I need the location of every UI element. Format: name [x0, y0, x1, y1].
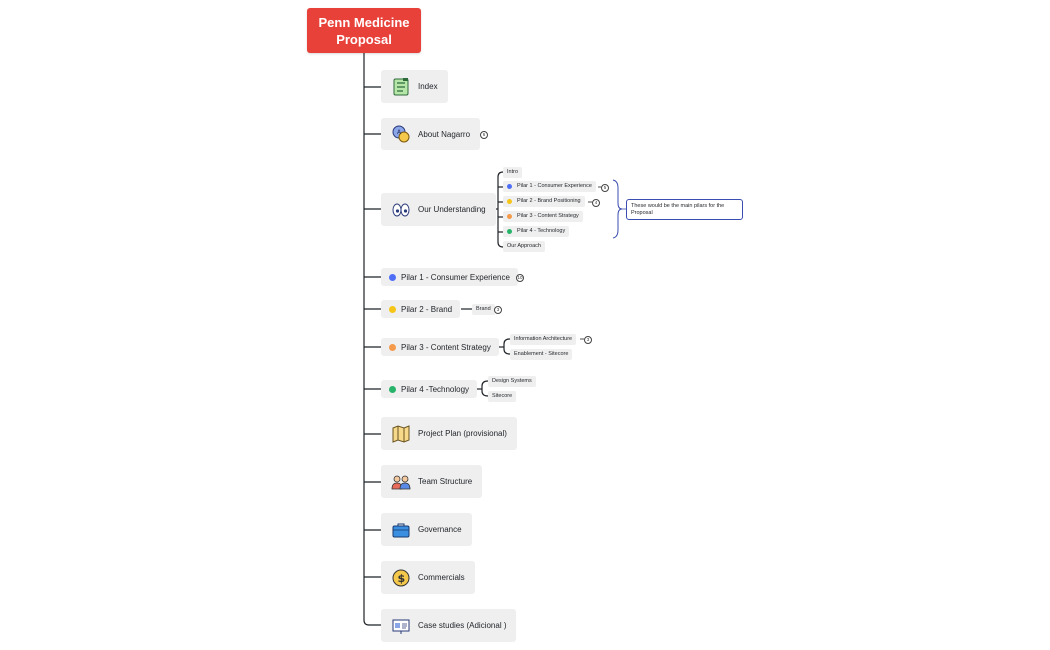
- enablement-label: Enablement - Sitecore: [514, 351, 569, 357]
- presentation-icon: [391, 616, 411, 636]
- understanding-pilar1[interactable]: Pilar 1 - Consumer Experience: [503, 181, 596, 192]
- pillar3-dot: [389, 343, 396, 351]
- pillar1-collapsed-count[interactable]: 10: [516, 274, 524, 282]
- root-title: Penn Medicine Proposal: [318, 14, 410, 47]
- pillar4-dot: [389, 385, 396, 393]
- pilar4-sub-label: Pilar 4 - Technology: [517, 228, 566, 234]
- speech-bubbles-icon: A: [391, 124, 411, 144]
- pilar3-sub-label: Pilar 3 - Content Strategy: [517, 213, 579, 219]
- dollar-coin-icon: $: [391, 568, 411, 588]
- understanding-approach[interactable]: Our Approach: [503, 241, 545, 252]
- brand-collapsed-count[interactable]: 3: [494, 306, 502, 314]
- root-node[interactable]: Penn Medicine Proposal: [307, 8, 421, 53]
- understanding-pilar3[interactable]: Pilar 3 - Content Strategy: [503, 211, 583, 222]
- eyes-icon: [391, 200, 411, 220]
- branch-governance[interactable]: Governance: [381, 513, 472, 546]
- pillar4-design-systems[interactable]: Design Systems: [488, 376, 536, 387]
- branch-team-label: Team Structure: [418, 477, 473, 486]
- approach-label: Our Approach: [507, 243, 541, 249]
- pilar3-dot: [507, 214, 512, 219]
- intro-label: Intro: [507, 169, 519, 175]
- pillar2-brand[interactable]: Brand: [472, 304, 495, 315]
- branch-about-label: About Nagarro: [418, 129, 471, 139]
- briefcase-icon: [391, 520, 411, 540]
- pilar1-dot: [507, 184, 512, 189]
- pilar1-sub-count[interactable]: 5: [601, 184, 609, 192]
- svg-text:$: $: [398, 572, 406, 585]
- brand-label: Brand: [476, 306, 491, 312]
- pilar2-sub-label: Pilar 2 - Brand Positioning: [517, 198, 581, 204]
- about-collapsed-count[interactable]: 6: [480, 131, 488, 139]
- pilar2-sub-count[interactable]: 4: [592, 199, 600, 207]
- understanding-pilar2[interactable]: Pilar 2 - Brand Positioning: [503, 196, 585, 207]
- branch-team-structure[interactable]: Team Structure: [381, 465, 483, 498]
- branch-cases-label: Case studies (Adicional ): [418, 621, 507, 630]
- understanding-intro[interactable]: Intro: [503, 167, 523, 178]
- branch-our-understanding[interactable]: Our Understanding: [381, 193, 496, 226]
- branch-pillar3[interactable]: Pilar 3 - Content Strategy: [381, 338, 499, 356]
- understanding-pilar4[interactable]: Pilar 4 - Technology: [503, 226, 570, 237]
- branch-project-plan[interactable]: Project Plan (provisional): [381, 417, 517, 450]
- pilar1-sub-label: Pilar 1 - Consumer Experience: [517, 183, 592, 189]
- branch-pillar4-label: Pilar 4 -Technology: [401, 384, 470, 394]
- checklist-icon: [391, 77, 411, 97]
- branch-pillar1-label: Pilar 1 - Consumer Experience: [401, 272, 510, 282]
- info-arch-label: Information Architecture: [514, 336, 573, 342]
- branch-understanding-label: Our Understanding: [418, 205, 486, 214]
- pillar4-sitecore[interactable]: Sitecore: [488, 391, 517, 402]
- pillar1-dot: [389, 273, 396, 281]
- branch-comm-label: Commercials: [418, 573, 465, 582]
- branch-pillar1[interactable]: Pilar 1 - Consumer Experience: [381, 268, 518, 286]
- branch-pillar3-label: Pilar 3 - Content Strategy: [401, 342, 491, 352]
- sitecore-label: Sitecore: [492, 393, 513, 399]
- svg-text:A: A: [397, 129, 402, 136]
- people-icon: [391, 472, 411, 492]
- design-systems-label: Design Systems: [492, 378, 532, 384]
- branch-gov-label: Governance: [418, 525, 462, 534]
- branch-plan-label: Project Plan (provisional): [418, 429, 507, 438]
- pillar3-information-architecture[interactable]: Information Architecture: [510, 334, 577, 345]
- branch-index[interactable]: Index: [381, 70, 448, 103]
- map-icon: [391, 424, 411, 444]
- branch-pillar2-label: Pilar 2 - Brand: [401, 304, 453, 314]
- pillars-note[interactable]: These would be the main pilars for the P…: [626, 199, 743, 220]
- branch-pillar2[interactable]: Pilar 2 - Brand: [381, 300, 461, 318]
- pilar4-dot: [507, 229, 512, 234]
- branch-pillar4[interactable]: Pilar 4 -Technology: [381, 380, 478, 398]
- branch-about-nagarro[interactable]: A About Nagarro: [381, 118, 481, 150]
- pillar2-dot: [389, 305, 396, 313]
- branch-index-label: Index: [418, 82, 438, 91]
- pillar3-enablement-sitecore[interactable]: Enablement - Sitecore: [510, 349, 573, 360]
- pilar2-dot: [507, 199, 512, 204]
- branch-case-studies[interactable]: Case studies (Adicional ): [381, 609, 517, 642]
- branch-commercials[interactable]: $ Commercials: [381, 561, 475, 594]
- info-arch-collapsed-count[interactable]: 3: [584, 336, 592, 344]
